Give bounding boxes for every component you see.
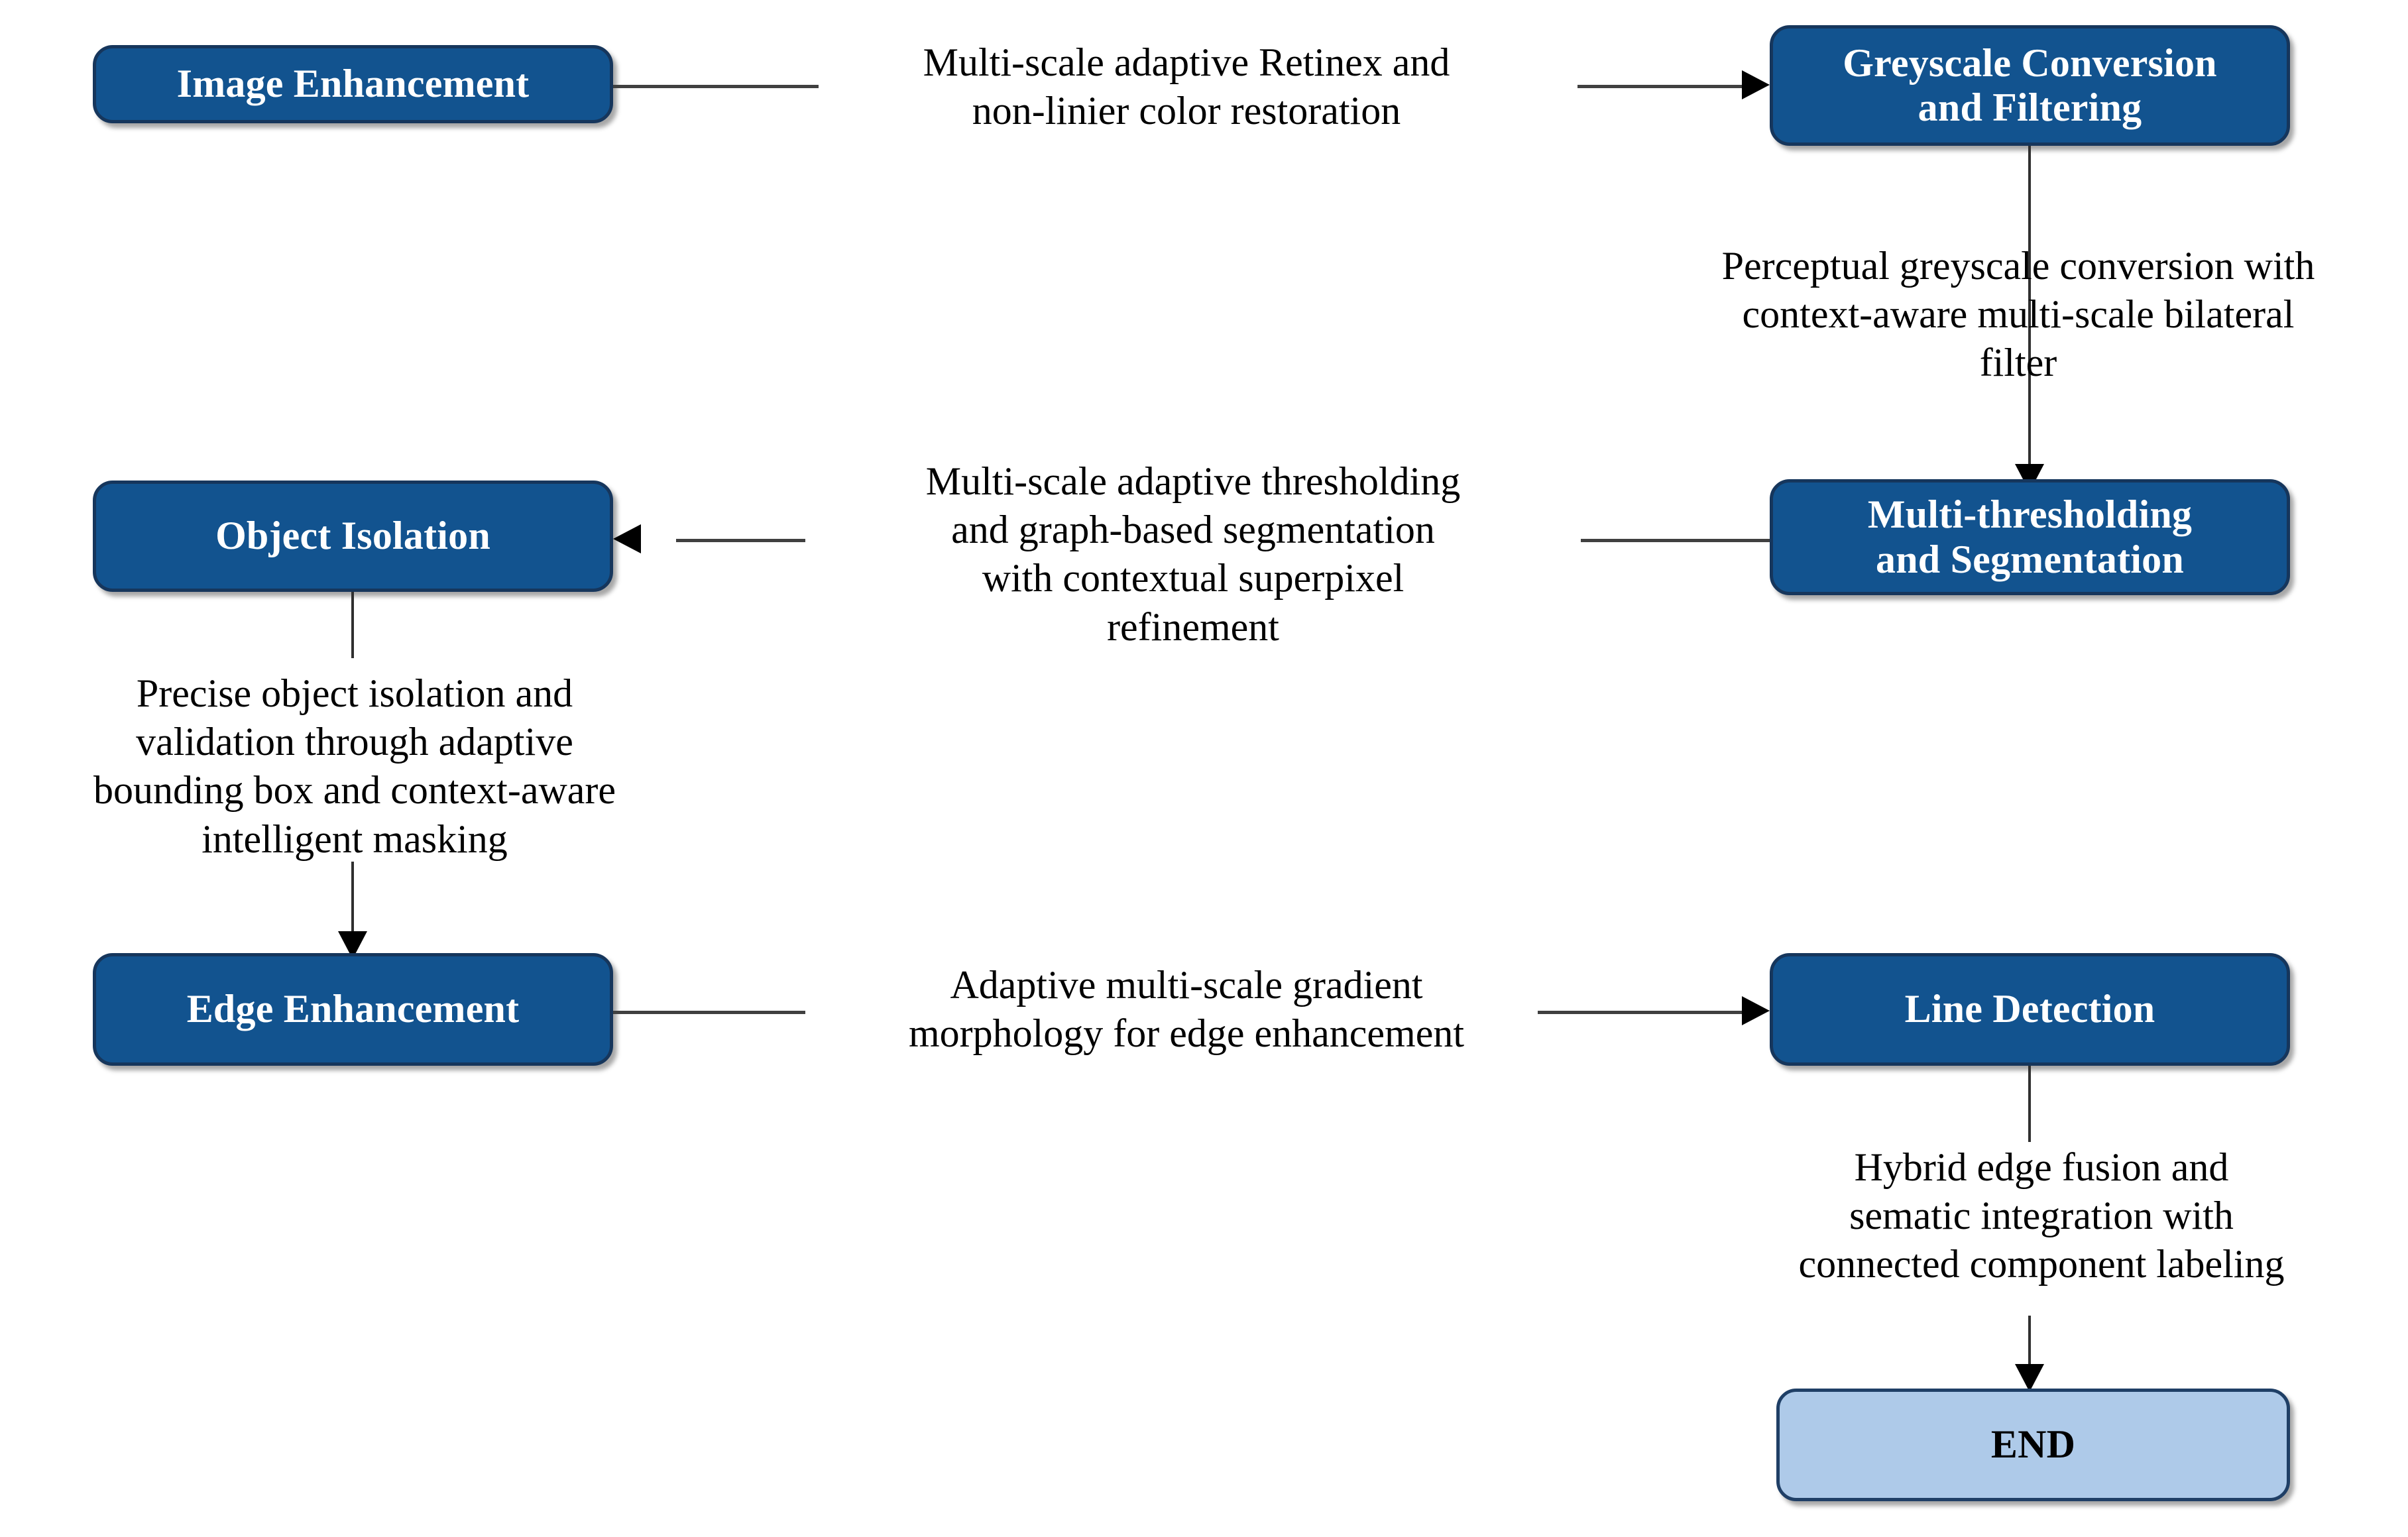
edge-label-thresholding-segmentation: Multi-scale adaptive thresholding and gr…: [925, 459, 1461, 649]
node-end-label: END: [1990, 1422, 2076, 1467]
node-greyscale-conversion-label: Greyscale Conversion and Filtering: [1843, 40, 2217, 129]
edge-label-perceptual-greyscale: Perceptual greyscale conversion with con…: [1721, 244, 2315, 385]
connector-greyscale-to-thresholding: [2028, 146, 2031, 474]
node-edge-enhancement[interactable]: Edge Enhancement: [93, 953, 613, 1066]
connector-isolation-to-edge-enhancement-upper: [351, 592, 354, 658]
edge-label-retinex: Multi-scale adaptive Retinex and non-lin…: [923, 40, 1450, 133]
node-multi-thresholding[interactable]: Multi-thresholding and Segmentation: [1770, 479, 2290, 595]
node-greyscale-conversion[interactable]: Greyscale Conversion and Filtering: [1770, 25, 2290, 146]
edge-label-hybrid-edge-fusion: Hybrid edge fusion and sematic integrati…: [1798, 1145, 2285, 1286]
node-multi-thresholding-label: Multi-thresholding and Segmentation: [1867, 492, 2193, 581]
edge-label-precise-object-isolation: Precise object isolation and validation …: [93, 671, 616, 861]
edge-label-gradient-morphology: Adaptive multi-scale gradient morphology…: [908, 963, 1465, 1056]
arrowhead-to-object-isolation: [613, 524, 641, 553]
connector-image-enhancement-to-greyscale-right: [1577, 85, 1743, 88]
connector-line-detection-to-end-lower: [2028, 1316, 2031, 1379]
connector-isolation-to-edge-enhancement-lower: [351, 862, 354, 941]
connector-edge-enhancement-to-line-detection-left: [613, 1011, 805, 1014]
connector-image-enhancement-to-greyscale-left: [613, 85, 819, 88]
arrowhead-to-end: [2015, 1364, 2044, 1392]
arrowhead-to-line-detection: [1742, 996, 1770, 1025]
connector-line-detection-to-end-upper: [2028, 1066, 2031, 1142]
arrowhead-to-greyscale: [1742, 70, 1770, 99]
node-line-detection[interactable]: Line Detection: [1770, 953, 2290, 1066]
node-end[interactable]: END: [1776, 1389, 2290, 1501]
connector-thresholding-to-isolation-left: [676, 539, 805, 542]
node-image-enhancement-label: Image Enhancement: [176, 62, 530, 106]
connector-thresholding-to-isolation-right: [1581, 539, 1770, 542]
node-object-isolation-label: Object Isolation: [215, 514, 490, 558]
node-line-detection-label: Line Detection: [1904, 987, 2155, 1031]
node-object-isolation[interactable]: Object Isolation: [93, 481, 613, 592]
connector-edge-enhancement-to-line-detection-right: [1538, 1011, 1743, 1014]
node-edge-enhancement-label: Edge Enhancement: [186, 987, 520, 1031]
node-image-enhancement[interactable]: Image Enhancement: [93, 45, 613, 123]
